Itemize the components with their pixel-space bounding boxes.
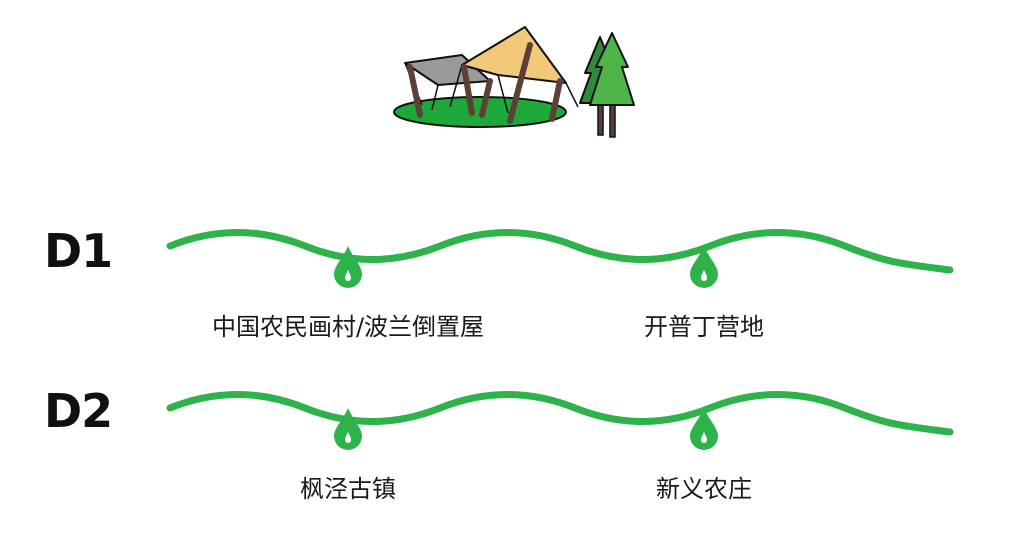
stop-label-d1-1: 中国农民画村/波兰倒置屋 [211,313,485,341]
pine-trees [579,32,635,138]
wavy-route-d2 [166,391,954,436]
water-drop-pin-icon [690,246,718,288]
stop-label-d1-2: 开普丁营地 [644,313,764,341]
canopy-poles [407,42,563,124]
route-line-d2 [166,391,954,450]
wavy-route-d1 [166,229,954,274]
day-label-d2: D2 [44,384,113,438]
camping-canopy-icon [393,26,635,138]
water-drop-pin-icon [690,408,718,450]
water-drop-pin-icon [334,408,362,450]
drop-highlight [345,432,351,443]
stop-label-d2-1: 枫泾古镇 [300,475,396,503]
water-drop-pin-icon [334,246,362,288]
drop-highlight [701,432,707,443]
stop-label-d2-2: 新义农庄 [656,475,752,503]
route-line-d1 [166,229,954,288]
day-label-d1: D1 [44,224,113,278]
drop-highlight [345,270,351,281]
drop-highlight [701,270,707,281]
